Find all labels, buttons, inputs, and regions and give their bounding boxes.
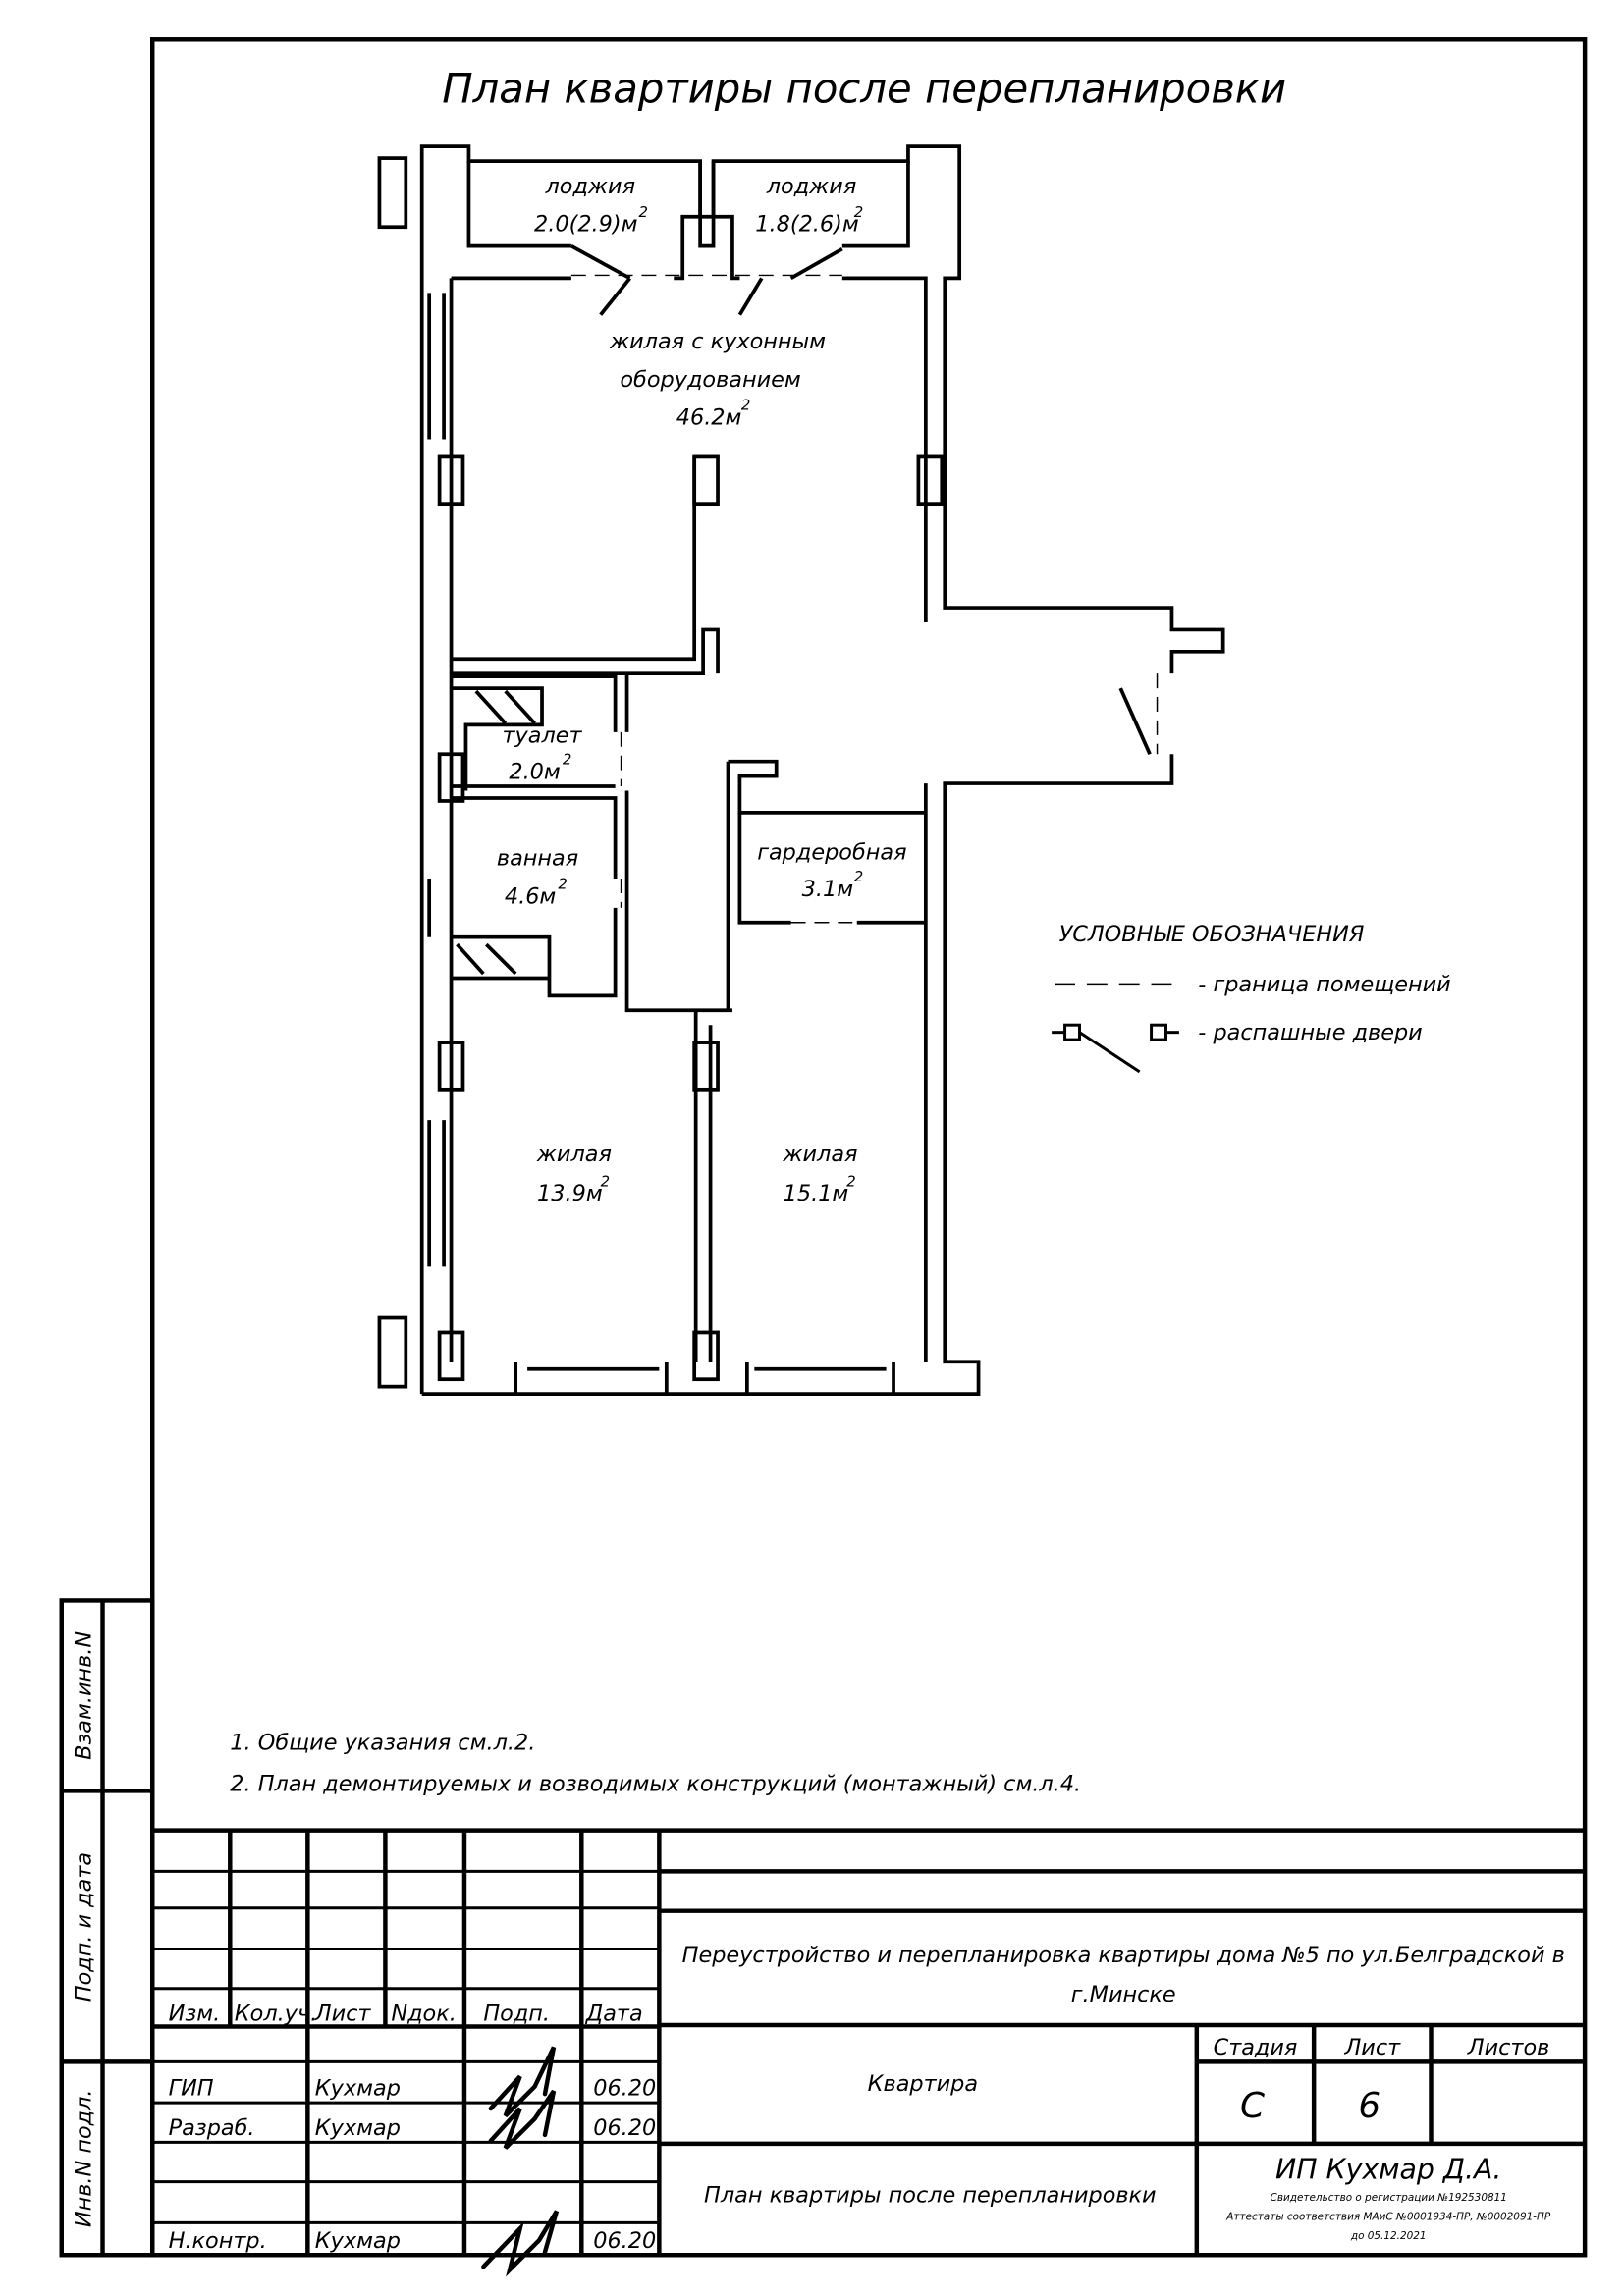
date-developer: 06.20 <box>593 2115 656 2141</box>
header-doc-no: Nдок. <box>391 2002 456 2027</box>
sheet-value: 6 <box>1358 2086 1380 2126</box>
room-name: лоджия <box>766 174 857 199</box>
role-developer: Разраб. <box>169 2115 255 2141</box>
header-change: Изм. <box>169 2002 221 2027</box>
room-area: 1.8(2.6)м <box>755 212 859 238</box>
legend-item-swing-door: - распашные двери <box>1198 1020 1422 1045</box>
certificate-validity: до 05.12.2021 <box>1350 2230 1427 2242</box>
room-area-sup: 2 <box>854 203 863 221</box>
room-bedroom-1: жилая 13.9м2 <box>536 1142 612 1206</box>
role-norm-control: Н.контр. <box>169 2228 267 2254</box>
room-area-sup: 2 <box>563 751 571 769</box>
header-signature: Подп. <box>483 2002 550 2027</box>
room-area-sup: 2 <box>741 397 750 414</box>
date-norm-control: 06.20 <box>593 2228 656 2254</box>
room-area: 2.0(2.9)м <box>534 212 638 238</box>
header-date: Дата <box>585 2002 643 2027</box>
room-bedroom-2: жилая 15.1м2 <box>782 1142 857 1206</box>
date-gip: 06.20 <box>593 2076 656 2102</box>
sheet-title: План квартиры после перепланировки <box>704 2183 1157 2209</box>
side-stamp-replaced-inv: Взам.инв.N <box>72 1631 97 1760</box>
side-stamp-original-inv: Инв.N подл. <box>72 2089 97 2227</box>
title-block-grid <box>152 1828 1586 2256</box>
project-title-line1: Переустройство и перепланировка квартиры… <box>682 1943 1565 1968</box>
attestation-certificates: Аттестаты соответствия МАиС №0001934-ПР,… <box>1225 2211 1551 2222</box>
stage-label: Стадия <box>1214 2035 1298 2060</box>
header-sheet: Лист <box>314 2002 372 2027</box>
company-name: ИП Кухмар Д.А. <box>1275 2154 1501 2186</box>
name-gip: Кухмар <box>315 2076 401 2102</box>
room-area-sup: 2 <box>854 868 863 885</box>
legend-item-boundary: - граница помещений <box>1198 972 1450 997</box>
room-name: гардеробная <box>757 840 906 866</box>
room-area-sup: 2 <box>558 875 567 892</box>
name-developer: Кухмар <box>315 2115 401 2141</box>
side-stamp-signature-date: Подп. и дата <box>72 1852 97 2002</box>
room-boundaries <box>570 274 1159 1012</box>
room-name: лоджия <box>544 174 635 199</box>
signature <box>481 2046 560 2277</box>
room-name: туалет <box>503 722 583 748</box>
header-qty: Кол.уч. <box>235 2002 318 2027</box>
sheet-label: Лист <box>1343 2035 1401 2060</box>
legend: УСЛОВНЫЕ ОБОЗНАЧЕНИЯ - граница помещений… <box>1052 922 1451 1074</box>
name-norm-control: Кухмар <box>315 2228 401 2254</box>
page-title: План квартиры после перепланировки <box>442 64 1286 112</box>
floor-plan <box>377 144 1225 1396</box>
sheet-frame <box>149 37 1588 2258</box>
note-2: 2. План демонтируемых и возводимых конст… <box>230 1771 1081 1796</box>
swing-door-symbol <box>1052 1023 1179 1074</box>
room-name: жилая с кухонным <box>609 329 826 354</box>
legend-title: УСЛОВНЫЕ ОБОЗНАЧЕНИЯ <box>1059 922 1365 947</box>
room-area: 13.9м <box>537 1181 603 1206</box>
room-area: 46.2м <box>676 405 742 431</box>
room-name: ванная <box>497 846 578 872</box>
side-stamp <box>59 1598 155 2258</box>
registration-certificate: Свидетельство о регистрации №192530811 <box>1271 2192 1507 2204</box>
room-area: 4.6м <box>505 883 557 909</box>
room-area: 3.1м <box>802 877 854 902</box>
note-1: 1. Общие указания см.л.2. <box>230 1731 535 1756</box>
room-area-sup: 2 <box>846 1172 855 1190</box>
room-area: 15.1м <box>784 1181 849 1206</box>
project-title-line2: г.Минске <box>1071 1982 1176 2007</box>
room-name: жилая <box>536 1142 612 1167</box>
room-name-2: оборудованием <box>620 367 800 393</box>
room-area-sup: 2 <box>638 203 647 221</box>
object-name: Квартира <box>868 2071 978 2097</box>
stage-value: С <box>1240 2086 1265 2126</box>
sheets-label: Листов <box>1467 2035 1550 2060</box>
room-name: жилая <box>782 1142 857 1167</box>
room-loggia-2: лоджия 1.8(2.6)м2 <box>755 174 863 238</box>
room-area: 2.0м <box>509 760 561 785</box>
role-gip: ГИП <box>169 2076 214 2102</box>
room-area-sup: 2 <box>601 1172 610 1190</box>
